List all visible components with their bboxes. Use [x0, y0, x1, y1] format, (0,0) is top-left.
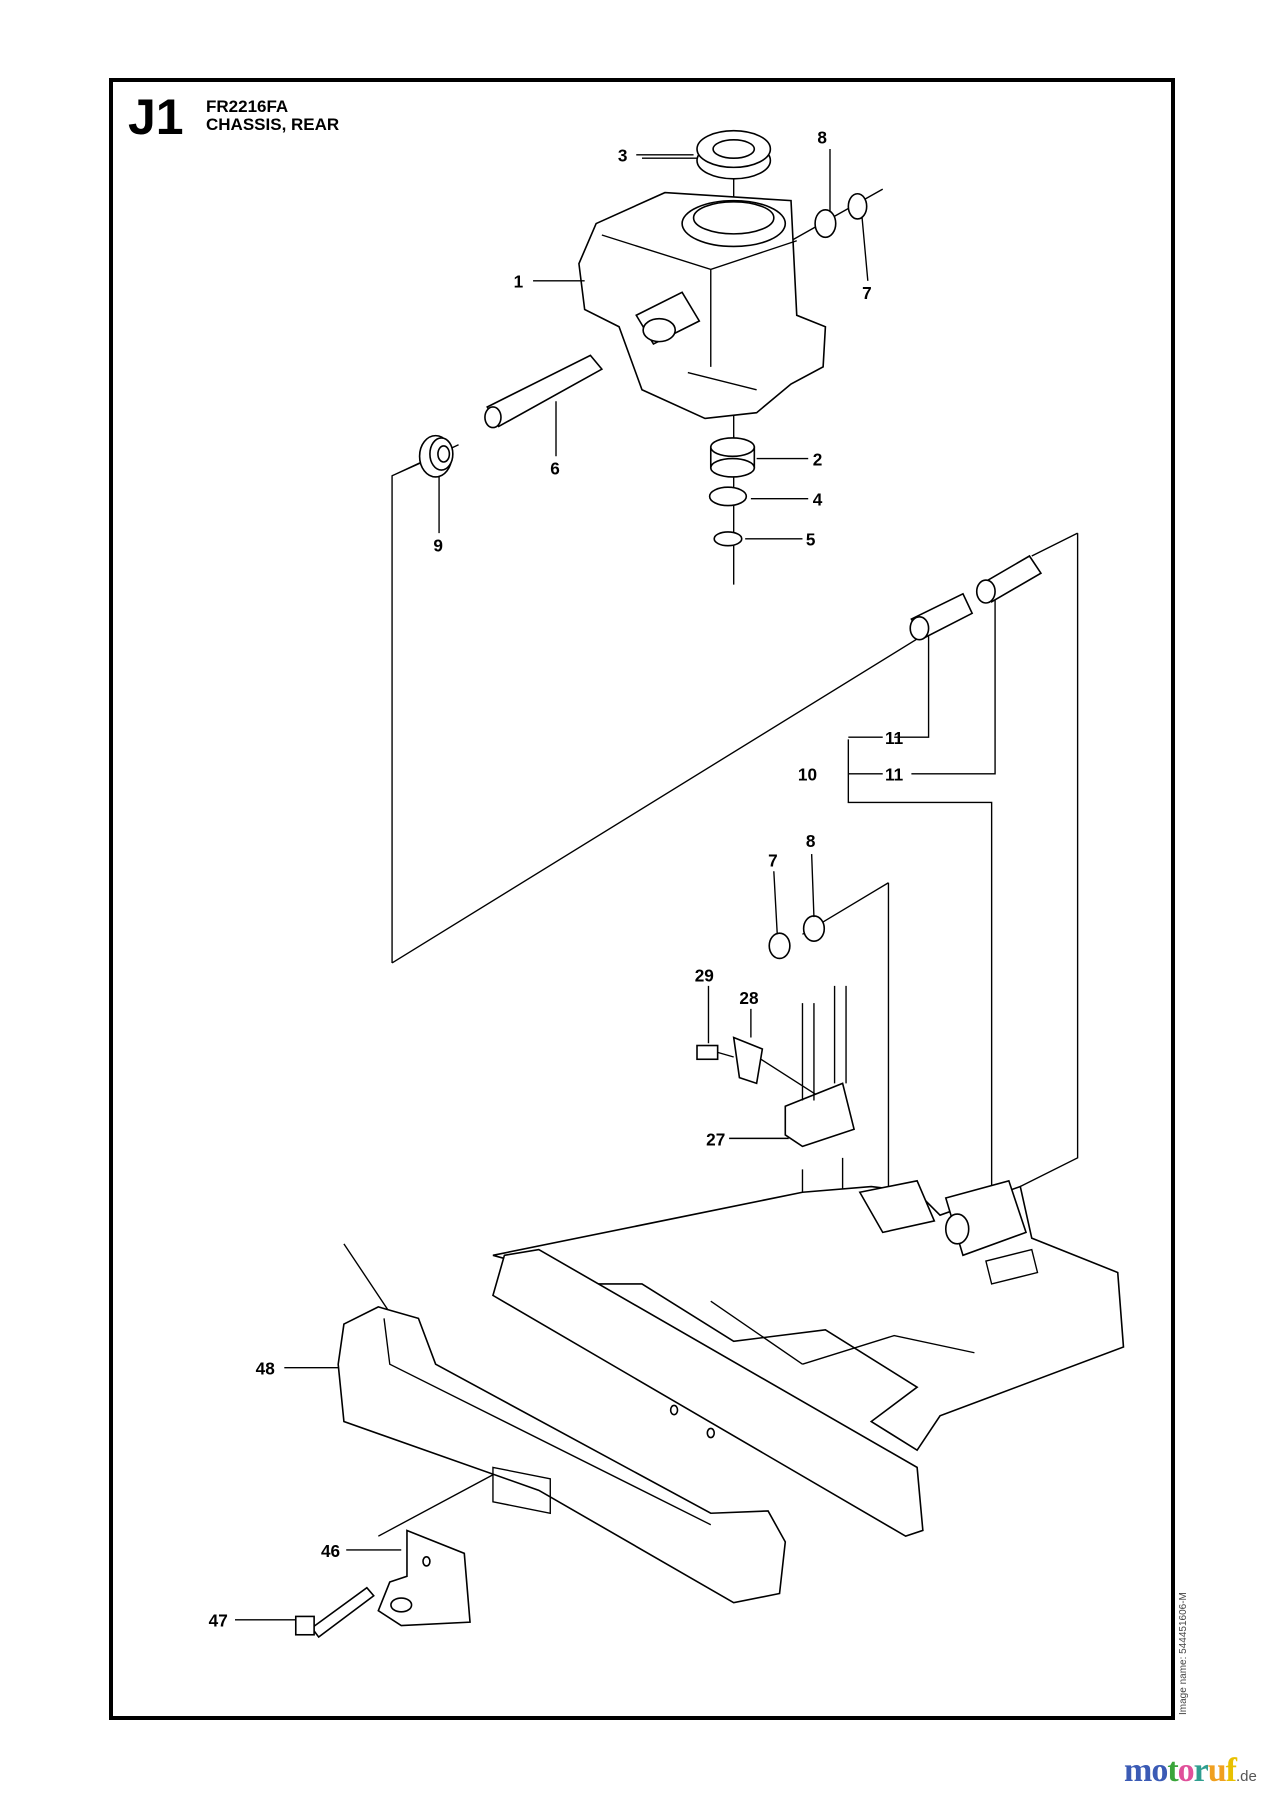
part-6-pin	[484, 354, 604, 429]
part-1-housing	[578, 191, 827, 420]
watermark-letter: u	[1207, 1752, 1227, 1789]
callout-29: 29	[695, 965, 714, 985]
callout-7: 7	[768, 851, 778, 871]
diagram-frame	[109, 78, 1175, 1720]
part-27-bracket	[784, 985, 856, 1148]
model-number: FR2216FA	[206, 97, 289, 116]
part-2-bearing	[709, 437, 756, 478]
callout-3: 3	[618, 146, 628, 166]
callout-11: 11	[885, 728, 904, 748]
callout-28: 28	[739, 988, 759, 1008]
part-4-retaining-ring	[708, 486, 748, 507]
callout-10: 10	[798, 765, 817, 785]
callout-46: 46	[321, 1541, 340, 1561]
watermark-logo: motoruf.de	[1124, 1752, 1257, 1790]
part-3-seal	[696, 129, 772, 180]
part-46-hitch-bracket	[377, 1529, 471, 1627]
callout-11: 11	[885, 765, 904, 785]
part-48-counterweight	[337, 1306, 787, 1604]
part-9-bushing	[418, 434, 454, 478]
watermark-letter: t	[1167, 1752, 1178, 1789]
callout-7: 7	[862, 283, 872, 303]
callout-8: 8	[817, 127, 827, 147]
callout-27: 27	[706, 1129, 725, 1149]
part-5-washer	[713, 531, 743, 547]
callout-9: 9	[433, 535, 443, 555]
diagram-header: FR2216FA CHASSIS, REAR	[206, 98, 339, 134]
watermark-letter: o	[1151, 1752, 1168, 1789]
watermark-letter: o	[1177, 1752, 1195, 1789]
callout-5: 5	[806, 530, 816, 550]
callout-2: 2	[813, 449, 823, 469]
callout-1: 1	[514, 272, 524, 292]
watermark-letter: r	[1193, 1752, 1209, 1789]
callout-4: 4	[813, 490, 823, 510]
part-47-bolt	[294, 1586, 375, 1639]
watermark-letter: f	[1225, 1752, 1237, 1789]
watermark-suffix: .de	[1236, 1768, 1257, 1785]
diagram-title: CHASSIS, REAR	[206, 115, 340, 134]
part-8-washer	[814, 208, 837, 239]
watermark-letter: m	[1124, 1752, 1152, 1789]
callout-6: 6	[550, 459, 560, 479]
image-name: Image name: 544451606-M	[1178, 1592, 1189, 1715]
part-11-bushings	[909, 554, 1043, 641]
part-7-circlip	[768, 932, 791, 960]
part-29-screw	[696, 1044, 734, 1061]
callout-leaders	[235, 149, 883, 1621]
part-8-washer	[802, 915, 826, 942]
part-28-clip	[732, 1036, 764, 1085]
part-7-circlip	[847, 192, 868, 220]
callout-48: 48	[256, 1359, 276, 1379]
chassis-frame	[492, 1179, 1125, 1538]
section-code: J1	[128, 89, 184, 145]
callout-8: 8	[806, 831, 816, 851]
callout-47: 47	[209, 1611, 228, 1631]
